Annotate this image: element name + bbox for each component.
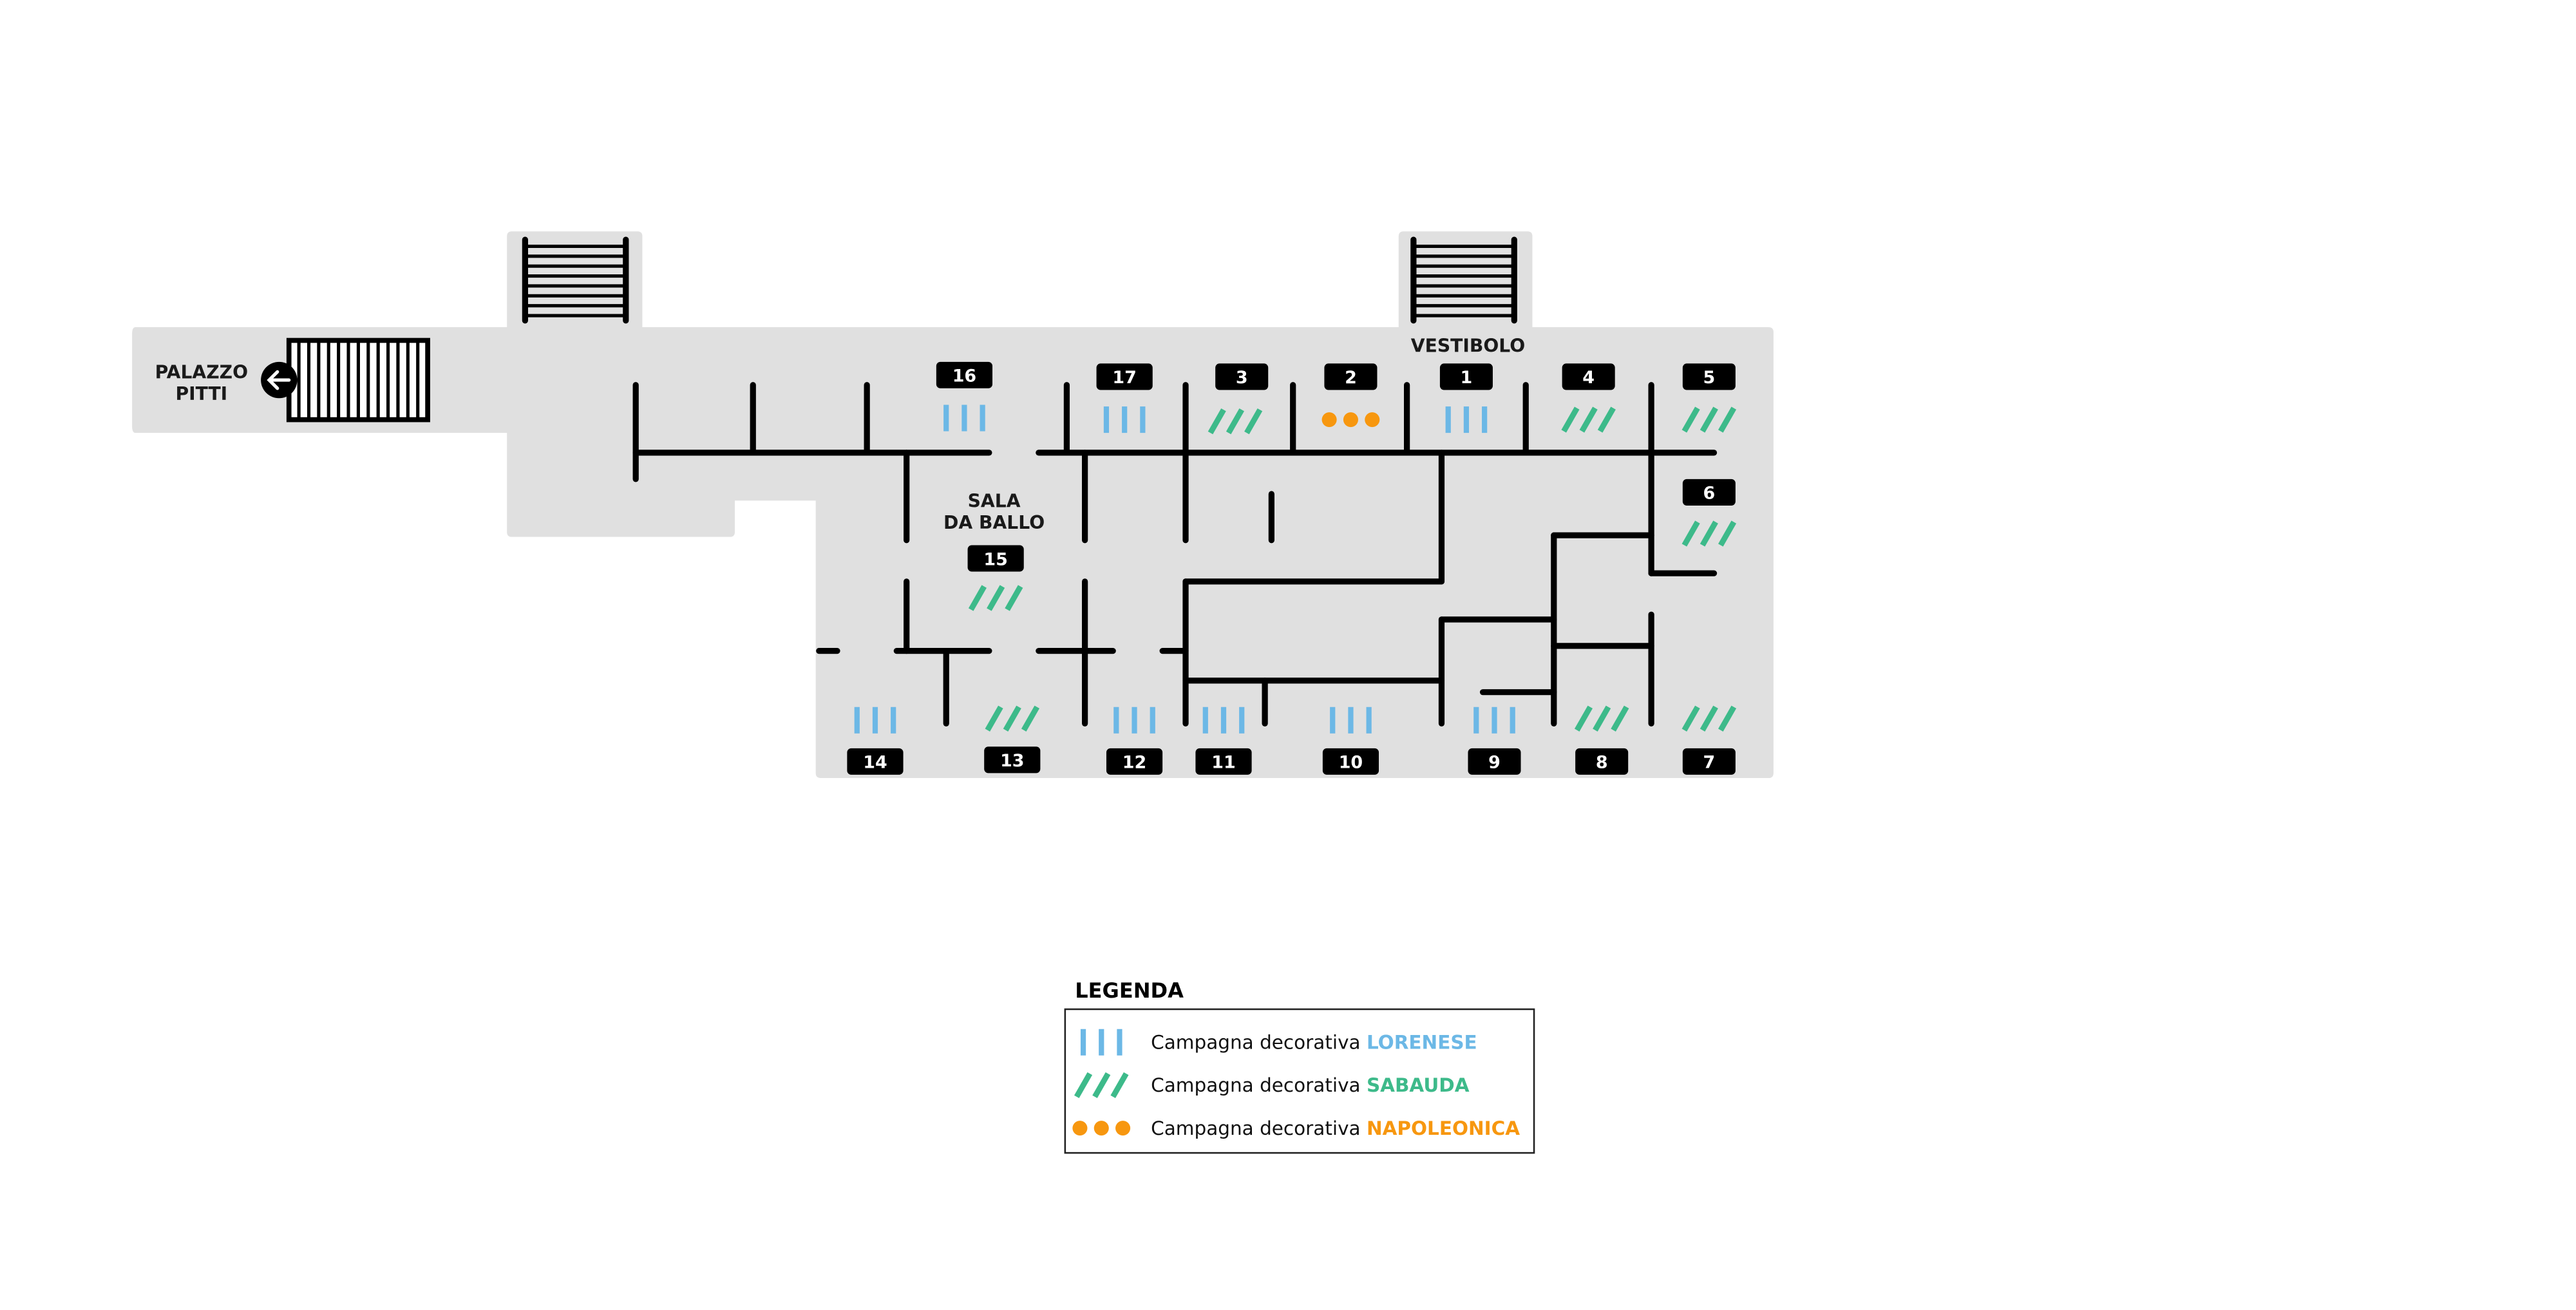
legend-item-napoleonica: Campagna decorativa NAPOLEONICA [1072, 1117, 1520, 1139]
vertical-bars-icon [1445, 406, 1488, 433]
room-3[interactable]: 3 [1208, 363, 1269, 435]
room-number-badge [1322, 748, 1379, 775]
room-number-badge [1468, 748, 1521, 775]
walls [632, 382, 1718, 727]
room-number: 16 [952, 366, 976, 386]
staircases [286, 236, 1517, 422]
room-number: 6 [1703, 484, 1715, 504]
room-8[interactable]: 8 [1574, 705, 1629, 775]
svg-text:Campagna decorativa LORENESE: Campagna decorativa LORENESE [1151, 1032, 1477, 1054]
room-number: 5 [1703, 368, 1715, 388]
room-number-badge [1096, 363, 1153, 390]
room-number: 7 [1703, 753, 1715, 773]
room-number: 1 [1461, 368, 1473, 388]
slanted-bars-icon [1681, 406, 1737, 433]
staircase-icon [1410, 236, 1517, 324]
room-number-badge [847, 748, 904, 775]
legend-title: LEGENDA [1075, 978, 1184, 1003]
staircase-icon [286, 337, 430, 422]
room-number-badge [1562, 363, 1615, 390]
slanted-bars-icon [1074, 1072, 1129, 1099]
palazzo-pitti-label: PITTI [175, 383, 227, 404]
slanted-bars-icon [968, 585, 1023, 611]
sala-da-ballo-label: DA BALLO [943, 512, 1045, 533]
room-number-badge [984, 746, 1041, 774]
room-number-badge [967, 545, 1024, 572]
dots-icon [1072, 1121, 1131, 1136]
room-11[interactable]: 11 [1195, 707, 1252, 775]
room-number: 4 [1582, 368, 1595, 388]
room-number-badge [1575, 748, 1629, 775]
room-12[interactable]: 12 [1106, 707, 1163, 775]
vertical-bars-icon [1202, 707, 1245, 734]
vertical-bars-icon [1113, 707, 1155, 734]
room-number-badge [936, 361, 993, 388]
room-14[interactable]: 14 [847, 707, 904, 775]
slanted-bars-icon [1681, 520, 1737, 547]
legend-item-name: SABAUDA [1367, 1074, 1470, 1096]
room-13[interactable]: 13 [984, 705, 1041, 774]
room-10[interactable]: 10 [1322, 707, 1379, 775]
room-number: 8 [1596, 753, 1608, 773]
room-15[interactable]: 15 [967, 545, 1024, 611]
legend-item-label: Campagna decorativa [1151, 1117, 1367, 1139]
staircase-icon [522, 236, 629, 324]
legend-item-sabauda: Campagna decorativa SABAUDA [1074, 1072, 1470, 1099]
room-number: 12 [1122, 753, 1146, 773]
room-number-badge [1324, 363, 1378, 390]
room-17[interactable]: 17 [1096, 363, 1153, 433]
room-6[interactable]: 6 [1681, 479, 1737, 547]
room-7[interactable]: 7 [1681, 705, 1737, 775]
room-number: 2 [1345, 368, 1357, 388]
vertical-bars-icon [1473, 707, 1515, 734]
legend-item-label: Campagna decorativa [1151, 1074, 1367, 1096]
room-number: 14 [863, 753, 887, 773]
room-number-badge [1215, 363, 1269, 390]
legend: LEGENDA Campagna decorativa LORENESECamp… [1064, 978, 1535, 1154]
room-number: 9 [1488, 753, 1501, 773]
palazzo-pitti-label: PALAZZO [155, 362, 249, 383]
vestibolo-label: VESTIBOLO [1411, 335, 1525, 356]
legend-item-name: LORENESE [1367, 1032, 1477, 1054]
vertical-bars-icon [943, 404, 985, 432]
room-number-badge [1439, 363, 1493, 390]
exit-arrow-icon[interactable] [261, 361, 298, 399]
vertical-bars-icon [1103, 406, 1146, 433]
room-number-badge [1106, 748, 1163, 775]
legend-item-name: NAPOLEONICA [1367, 1117, 1520, 1139]
room-16[interactable]: 16 [936, 361, 993, 432]
room-number: 10 [1339, 753, 1363, 773]
floor-area [132, 231, 1774, 779]
room-number: 17 [1112, 368, 1136, 388]
room-number: 3 [1236, 368, 1248, 388]
vertical-bars-icon [854, 707, 896, 734]
room-9[interactable]: 9 [1468, 707, 1521, 775]
dots-icon [1321, 412, 1380, 428]
slanted-bars-icon [1681, 705, 1737, 732]
room-number: 11 [1211, 753, 1235, 773]
room-number-badge [1682, 363, 1736, 390]
legend-item-label: Campagna decorativa [1151, 1032, 1367, 1054]
slanted-bars-icon [1561, 406, 1616, 433]
legend-item-lorenese: Campagna decorativa LORENESE [1080, 1029, 1477, 1056]
room-number-badge [1682, 479, 1736, 506]
vertical-bars-icon [1330, 707, 1372, 734]
room-number-badge [1682, 748, 1736, 775]
room-number-badge [1195, 748, 1252, 775]
svg-text:Campagna decorativa SABAUDA: Campagna decorativa SABAUDA [1151, 1074, 1470, 1096]
vertical-bars-icon [1080, 1029, 1122, 1056]
room-4[interactable]: 4 [1561, 363, 1616, 433]
room-number: 13 [1000, 751, 1024, 771]
room-1[interactable]: 1 [1439, 363, 1493, 433]
room-2[interactable]: 2 [1321, 363, 1380, 428]
slanted-bars-icon [1574, 705, 1629, 732]
room-5[interactable]: 5 [1681, 363, 1737, 433]
room-number: 15 [983, 549, 1007, 569]
svg-text:Campagna decorativa NAPOLEONIC: Campagna decorativa NAPOLEONICA [1151, 1117, 1520, 1139]
sala-da-ballo-label: SALA [968, 491, 1021, 512]
slanted-bars-icon [985, 705, 1040, 732]
slanted-bars-icon [1208, 408, 1263, 435]
